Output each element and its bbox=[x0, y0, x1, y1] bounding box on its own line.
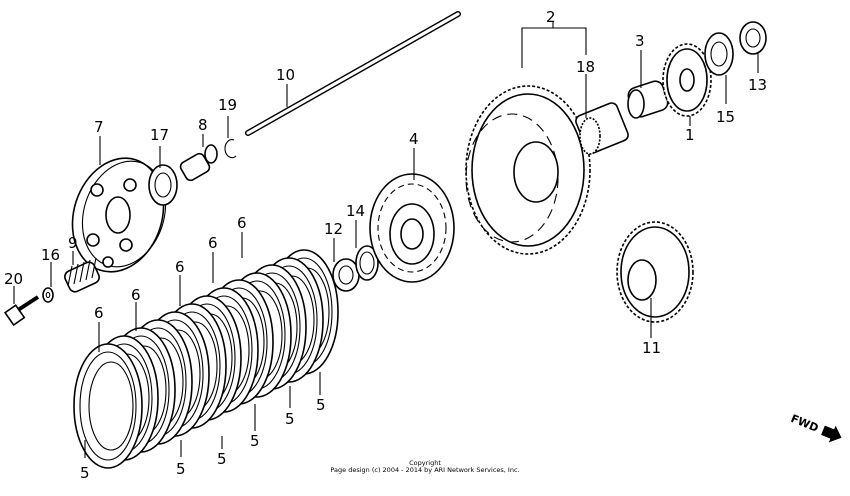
part-label-19: 19 bbox=[218, 96, 237, 114]
part-label-20: 20 bbox=[4, 270, 23, 288]
circlip-part bbox=[224, 139, 237, 159]
part-label-5: 5 bbox=[176, 460, 186, 478]
part-label-17: 17 bbox=[150, 126, 169, 144]
part-label-5: 5 bbox=[80, 464, 90, 482]
copyright-notice: Copyright Page design (c) 2004 - 2014 by… bbox=[330, 459, 519, 474]
lock-washer-part bbox=[704, 32, 734, 76]
part-label-2: 2 bbox=[546, 8, 556, 26]
lifter-piece-part bbox=[179, 144, 218, 182]
part-label-8: 8 bbox=[198, 116, 208, 134]
part-labels: 10 2 18 3 1 15 13 4 7 17 8 19 12 14 9 16… bbox=[4, 8, 767, 482]
collar-part bbox=[332, 258, 360, 292]
copyright-line-1: Copyright bbox=[409, 459, 441, 467]
part-label-6: 6 bbox=[94, 304, 104, 322]
part-label-6: 6 bbox=[131, 286, 141, 304]
clutch-disc-stack bbox=[73, 249, 339, 469]
part-label-5: 5 bbox=[217, 450, 227, 468]
bearing-part bbox=[148, 164, 178, 206]
fwd-label: FWD bbox=[789, 412, 821, 435]
primary-drive-gear-part bbox=[662, 43, 712, 117]
bolt-part bbox=[3, 295, 40, 327]
part-label-5: 5 bbox=[285, 410, 295, 428]
clutch-center-part bbox=[369, 173, 455, 283]
part-label-14: 14 bbox=[346, 202, 365, 220]
part-label-6: 6 bbox=[175, 258, 185, 276]
lock-nut-part bbox=[739, 21, 767, 55]
fwd-arrow-icon bbox=[821, 425, 842, 443]
part-label-15: 15 bbox=[716, 108, 735, 126]
part-label-6: 6 bbox=[237, 214, 247, 232]
gear-part bbox=[616, 221, 694, 323]
part-label-3: 3 bbox=[635, 32, 645, 50]
clutch-outer-housing-part bbox=[465, 85, 591, 255]
thrust-washer-part bbox=[355, 245, 379, 281]
part-label-13: 13 bbox=[748, 76, 767, 94]
part-label-11: 11 bbox=[642, 339, 661, 357]
forward-indicator: FWD bbox=[789, 412, 842, 443]
clutch-spring-part bbox=[64, 257, 100, 293]
needle-bearing-part bbox=[575, 102, 629, 155]
part-label-7: 7 bbox=[94, 118, 104, 136]
push-rod-part bbox=[245, 11, 461, 136]
pressure-plate-part bbox=[71, 157, 167, 273]
part-label-1: 1 bbox=[685, 126, 695, 144]
part-label-10: 10 bbox=[276, 66, 295, 84]
part-label-6: 6 bbox=[208, 234, 218, 252]
part-label-5: 5 bbox=[316, 396, 326, 414]
part-label-4: 4 bbox=[409, 130, 419, 148]
copyright-line-2: Page design (c) 2004 - 2014 by ARI Netwo… bbox=[330, 466, 519, 474]
washer-part bbox=[42, 287, 54, 303]
leader-lines bbox=[13, 22, 759, 458]
part-label-12: 12 bbox=[324, 220, 343, 238]
part-label-16: 16 bbox=[41, 246, 60, 264]
bushing-part bbox=[627, 80, 669, 119]
part-label-9: 9 bbox=[68, 234, 78, 252]
part-label-5: 5 bbox=[250, 432, 260, 450]
part-label-18: 18 bbox=[576, 58, 595, 76]
